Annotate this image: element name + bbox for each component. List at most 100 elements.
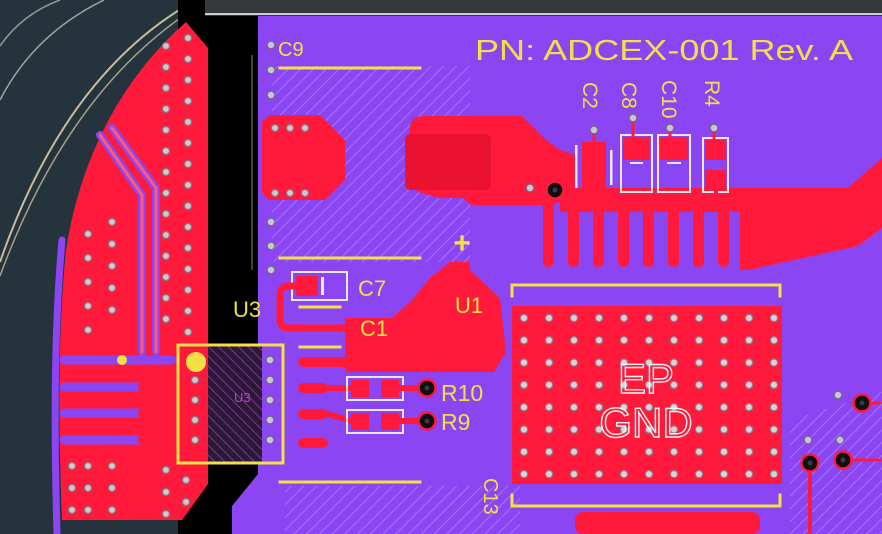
thermal-via[interactable] xyxy=(669,447,679,456)
thermal-via[interactable] xyxy=(644,358,654,367)
via[interactable] xyxy=(83,253,93,263)
via[interactable] xyxy=(803,435,813,445)
thermal-via[interactable] xyxy=(619,336,629,345)
via[interactable] xyxy=(190,435,200,445)
thermal-via[interactable] xyxy=(694,403,704,412)
u1-pin[interactable] xyxy=(643,195,654,267)
thermal-via[interactable] xyxy=(694,313,704,323)
via[interactable] xyxy=(183,75,193,85)
via[interactable] xyxy=(266,265,276,275)
thermal-via[interactable] xyxy=(569,313,579,323)
u3-pad[interactable] xyxy=(298,438,328,448)
thermal-via[interactable] xyxy=(544,403,554,412)
via[interactable] xyxy=(285,188,295,198)
trace[interactable] xyxy=(110,126,158,354)
thermal-via[interactable] xyxy=(769,380,779,390)
via[interactable] xyxy=(161,487,171,497)
thermal-via[interactable] xyxy=(569,380,579,390)
thermal-via[interactable] xyxy=(719,380,729,390)
via[interactable] xyxy=(107,283,117,293)
via[interactable] xyxy=(161,293,171,303)
designator-u3[interactable]: U3 xyxy=(233,297,261,322)
via[interactable] xyxy=(161,188,171,198)
via[interactable] xyxy=(161,125,171,135)
designator-c1[interactable]: C1 xyxy=(360,316,388,341)
thermal-via[interactable] xyxy=(719,336,729,345)
via[interactable] xyxy=(665,123,675,133)
u1-pin[interactable] xyxy=(593,195,604,267)
via[interactable] xyxy=(183,138,193,148)
via[interactable] xyxy=(709,123,719,133)
via[interactable] xyxy=(833,390,843,400)
u3-right-pads[interactable] xyxy=(298,357,328,448)
thermal-via[interactable] xyxy=(569,469,579,479)
via[interactable] xyxy=(107,217,117,227)
thermal-via[interactable] xyxy=(519,336,529,345)
u3-pad[interactable] xyxy=(298,383,328,393)
thermal-via[interactable] xyxy=(544,469,554,479)
via[interactable] xyxy=(525,183,535,193)
thermal-via[interactable] xyxy=(669,313,679,323)
thermal-via[interactable] xyxy=(744,313,754,323)
via[interactable] xyxy=(181,475,191,485)
thermal-via[interactable] xyxy=(669,358,679,367)
designator-r10[interactable]: R10 xyxy=(441,380,483,406)
thermal-via[interactable] xyxy=(544,358,554,367)
via[interactable] xyxy=(83,229,93,239)
via[interactable] xyxy=(83,483,93,493)
via[interactable] xyxy=(161,465,171,475)
u3-pad[interactable] xyxy=(138,435,168,445)
thermal-via[interactable] xyxy=(744,358,754,367)
via[interactable] xyxy=(107,505,117,515)
via[interactable] xyxy=(67,461,77,471)
via[interactable] xyxy=(183,96,193,106)
thermal-via[interactable] xyxy=(694,380,704,390)
thermal-via[interactable] xyxy=(744,425,754,434)
thermal-via[interactable] xyxy=(519,447,529,456)
thermal-via[interactable] xyxy=(719,469,729,479)
thermal-via[interactable] xyxy=(719,425,729,434)
designator-u1[interactable]: U1 xyxy=(455,293,483,318)
thermal-via[interactable] xyxy=(619,313,629,323)
designator-r9[interactable]: R9 xyxy=(441,409,470,435)
u3-pad[interactable] xyxy=(298,409,328,419)
top-copper-pour-right[interactable] xyxy=(740,158,882,270)
via[interactable] xyxy=(628,113,638,123)
thermal-via[interactable] xyxy=(744,336,754,345)
thermal-via[interactable] xyxy=(519,380,529,390)
u1-footprint[interactable]: EP GND xyxy=(510,283,782,508)
thermal-via[interactable] xyxy=(569,447,579,456)
via[interactable] xyxy=(183,264,193,274)
left-traces[interactable] xyxy=(59,124,177,445)
designator-c9[interactable]: C9 xyxy=(278,39,304,61)
designator-c2[interactable]: C2 xyxy=(578,82,601,109)
via[interactable] xyxy=(107,239,117,249)
via[interactable] xyxy=(265,415,275,425)
thermal-via[interactable] xyxy=(544,380,554,390)
designator-c10[interactable]: C10 xyxy=(657,80,680,119)
via[interactable] xyxy=(265,355,275,365)
c10-pad[interactable] xyxy=(660,137,688,160)
via[interactable] xyxy=(266,40,276,50)
thermal-via[interactable] xyxy=(769,403,779,412)
thermal-via[interactable] xyxy=(519,403,529,412)
via[interactable] xyxy=(190,415,200,425)
thermal-via[interactable] xyxy=(744,403,754,412)
thermal-via[interactable] xyxy=(769,425,779,434)
thermal-via[interactable] xyxy=(619,469,629,479)
via[interactable] xyxy=(183,306,193,316)
via[interactable] xyxy=(161,272,171,282)
thermal-via[interactable] xyxy=(594,358,604,367)
thermal-via[interactable] xyxy=(644,336,654,345)
c9-pad-left[interactable] xyxy=(262,115,345,200)
thermal-via[interactable] xyxy=(669,336,679,345)
via[interactable] xyxy=(107,305,117,315)
thermal-via[interactable] xyxy=(619,358,629,367)
thermal-via[interactable] xyxy=(769,336,779,345)
part-number-label[interactable]: PN: ADCEX-001 Rev. A xyxy=(475,35,854,67)
thermal-via[interactable] xyxy=(694,358,704,367)
via[interactable] xyxy=(161,251,171,261)
via[interactable] xyxy=(183,222,193,232)
thermal-via[interactable] xyxy=(619,380,629,390)
thermal-via[interactable] xyxy=(594,336,604,345)
